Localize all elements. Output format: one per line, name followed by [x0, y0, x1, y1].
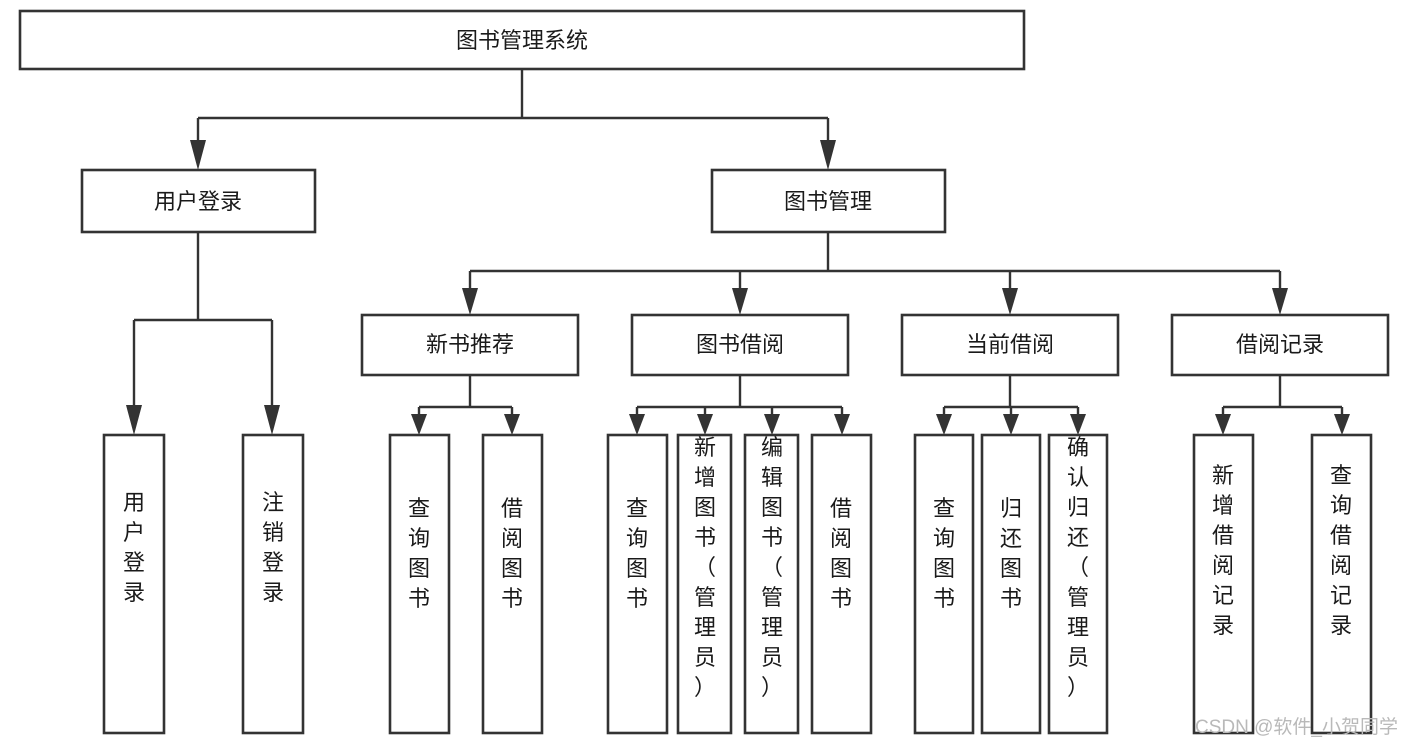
- arrow-head-bb-c3: [764, 414, 780, 435]
- leaf-nb-query-book[interactable]: 查询图书: [388, 433, 451, 735]
- node-borrow-record-box[interactable]: [1170, 313, 1390, 377]
- arrow-head-book-mgmt: [820, 140, 836, 170]
- arrow-head-book-borrow: [732, 288, 748, 315]
- node-user-login[interactable]: 用户登录: [80, 168, 317, 234]
- leaf-cb-confirm-return[interactable]: 确认归还（管理员）: [1047, 433, 1109, 735]
- arrow-head-cb-c3: [1070, 414, 1086, 435]
- arrow-head-leaf-user-login: [126, 405, 142, 435]
- leaf-bb-borrow-book-box[interactable]: [810, 433, 873, 735]
- leaf-nb-borrow-book[interactable]: 借阅图书: [481, 433, 544, 735]
- node-root-box[interactable]: [18, 9, 1026, 71]
- leaf-bb-query-book[interactable]: 查询图书: [606, 433, 669, 735]
- leaf-cb-query-book-box[interactable]: [913, 433, 975, 735]
- arrow-head-bb-c4: [834, 414, 850, 435]
- node-new-book-recommend-box[interactable]: [360, 313, 580, 377]
- leaf-bb-query-book-box[interactable]: [606, 433, 669, 735]
- node-root[interactable]: 图书管理系统: [18, 9, 1026, 71]
- arrow-head-br-c2: [1334, 414, 1350, 435]
- leaf-logout-label: 注销登录: [262, 490, 284, 605]
- leaf-logout[interactable]: 注销登录: [241, 433, 305, 735]
- leaf-bb-add-book-box[interactable]: [676, 433, 733, 735]
- leaf-br-add-record-label: 新增借阅记录: [1212, 463, 1234, 638]
- node-user-login-label: 用户登录: [154, 189, 242, 214]
- leaf-cb-query-book[interactable]: 查询图书: [913, 433, 975, 735]
- leaf-cb-query-book-label: 查询图书: [933, 496, 955, 611]
- leaf-bb-edit-book-box[interactable]: [743, 433, 800, 735]
- leaf-nb-borrow-book-box[interactable]: [481, 433, 544, 735]
- leaf-bb-edit-book[interactable]: 编辑图书（管理员）: [743, 433, 800, 735]
- arrow-head-nb-c1: [411, 414, 427, 435]
- arrow-head-new-book: [462, 288, 478, 315]
- arrow-head-br-c1: [1215, 414, 1231, 435]
- node-borrow-record-label: 借阅记录: [1236, 332, 1324, 357]
- leaf-user-login-label: 用户登录: [123, 490, 145, 605]
- leaf-bb-borrow-book[interactable]: 借阅图书: [810, 433, 873, 735]
- node-book-management-box[interactable]: [710, 168, 947, 234]
- node-new-book-recommend-label: 新书推荐: [426, 332, 514, 357]
- leaf-nb-borrow-book-label: 借阅图书: [501, 496, 523, 611]
- node-borrow-record[interactable]: 借阅记录: [1170, 313, 1390, 377]
- arrow-head-leaf-logout: [264, 405, 280, 435]
- node-current-borrow-label: 当前借阅: [966, 332, 1054, 357]
- leaf-bb-query-book-label: 查询图书: [626, 496, 648, 611]
- leaf-cb-confirm-return-box[interactable]: [1047, 433, 1109, 735]
- leaf-bb-borrow-book-label: 借阅图书: [830, 496, 852, 611]
- arrow-head-cb-c1: [936, 414, 952, 435]
- leaf-user-login[interactable]: 用户登录: [102, 433, 166, 735]
- node-root-label: 图书管理系统: [456, 28, 588, 53]
- leaf-br-query-record-label: 查询借阅记录: [1330, 463, 1352, 638]
- connector-layer: [126, 69, 1350, 435]
- leaf-nb-query-book-box[interactable]: [388, 433, 451, 735]
- leaf-cb-return-book-label: 归还图书: [1000, 496, 1022, 611]
- leaf-logout-box[interactable]: [241, 433, 305, 735]
- leaf-cb-return-book[interactable]: 归还图书: [980, 433, 1042, 735]
- leaf-user-login-box[interactable]: [102, 433, 166, 735]
- leaf-br-query-record-box[interactable]: [1310, 433, 1373, 735]
- node-book-management[interactable]: 图书管理: [710, 168, 947, 234]
- node-current-borrow[interactable]: 当前借阅: [900, 313, 1120, 377]
- node-book-borrow[interactable]: 图书借阅: [630, 313, 850, 377]
- watermark-label: CSDN @软件_小贺同学: [1195, 716, 1398, 738]
- leaf-br-query-record[interactable]: 查询借阅记录: [1310, 433, 1373, 735]
- node-book-management-label: 图书管理: [784, 189, 872, 214]
- arrow-head-bb-c2: [697, 414, 713, 435]
- leaf-cb-return-book-box[interactable]: [980, 433, 1042, 735]
- node-book-borrow-label: 图书借阅: [696, 332, 784, 357]
- leaf-bb-add-book-label: 新增图书（管理员）: [694, 435, 716, 700]
- leaf-br-add-record-box[interactable]: [1192, 433, 1255, 735]
- leaf-cb-confirm-return-label: 确认归还（管理员）: [1067, 435, 1089, 700]
- leaf-bb-add-book[interactable]: 新增图书（管理员）: [676, 433, 733, 735]
- node-book-borrow-box[interactable]: [630, 313, 850, 377]
- node-user-login-box[interactable]: [80, 168, 317, 234]
- arrow-head-current-borrow: [1002, 288, 1018, 315]
- arrow-head-nb-c2: [504, 414, 520, 435]
- node-current-borrow-box[interactable]: [900, 313, 1120, 377]
- leaf-nb-query-book-label: 查询图书: [408, 496, 430, 611]
- arrow-head-cb-c2: [1003, 414, 1019, 435]
- arrow-head-borrow-record: [1272, 288, 1288, 315]
- node-new-book-recommend[interactable]: 新书推荐: [360, 313, 580, 377]
- leaf-bb-edit-book-label: 编辑图书（管理员）: [761, 435, 783, 700]
- arrow-head-user-login: [190, 140, 206, 170]
- arrow-head-bb-c1: [629, 414, 645, 435]
- leaf-br-add-record[interactable]: 新增借阅记录: [1192, 433, 1255, 735]
